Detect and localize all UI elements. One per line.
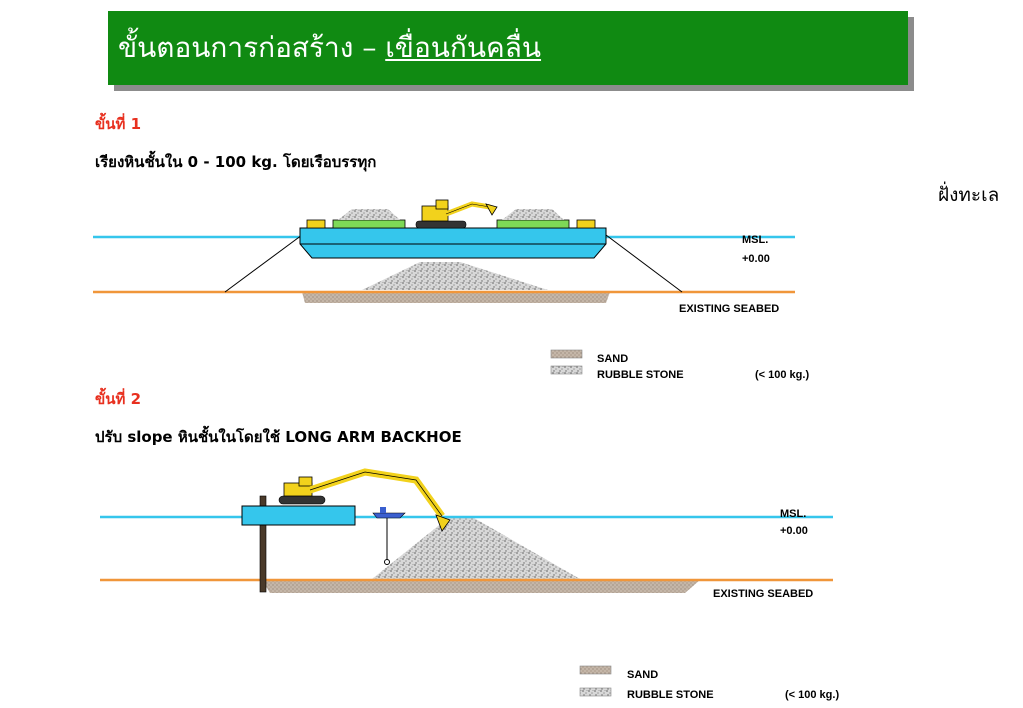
step1-barge-hull <box>299 227 607 259</box>
step1-legend-rubble: RUBBLE STONE <box>597 369 684 381</box>
step2-seabed-label: EXISTING SEABED <box>713 588 813 600</box>
step2-description: ปรับ slope หินชั้นในโดยใช้ LONG ARM BACK… <box>95 428 462 446</box>
step2-long-arm-backhoe <box>278 468 451 532</box>
step1-anchor-line-right <box>605 234 683 293</box>
step1-cargo-left <box>332 219 406 229</box>
step2-legend-rubble-swatch <box>579 687 612 697</box>
step1-deck-block-left <box>306 219 326 229</box>
step2-diagram: MSL. +0.00 EXISTING SEABED SAND RUBBLE S… <box>100 468 839 701</box>
step2-legend-sand: SAND <box>627 669 658 681</box>
step1-sand-layer <box>302 292 610 303</box>
step1-diagram: MSL. +0.00 EXISTING SEABED SAND RUBBLE S… <box>93 199 809 381</box>
step1-seabed-label: EXISTING SEABED <box>679 303 779 315</box>
step1-label: ขั้นที่ 1 <box>95 115 142 133</box>
step2-tug-boat <box>372 507 406 519</box>
step1-msl-label: MSL. <box>742 234 768 246</box>
title-banner: ขั้นตอนการก่อสร้าง – เขื่อนกันคลื่น <box>108 11 908 85</box>
step2-label: ขั้นที่ 2 <box>95 390 142 408</box>
step2-legend-weight: (< 100 kg.) <box>785 689 839 701</box>
step1-cargo-right <box>496 219 570 229</box>
step1-msl-value: +0.00 <box>742 253 770 265</box>
shore-label: ฝั่งทะเล <box>938 184 1000 206</box>
step1-rock-pile-right <box>502 209 564 220</box>
step1-anchor-line-left <box>224 234 303 293</box>
step1-legend-sand-swatch <box>550 349 583 359</box>
step2-crane-hook <box>384 559 390 565</box>
step2-pontoon <box>241 505 356 526</box>
step1-rock-pile-left <box>338 209 400 220</box>
step1-legend-sand: SAND <box>597 353 628 365</box>
step1-excavator <box>415 199 498 229</box>
step2-sand-layer <box>262 580 700 593</box>
step1-description: เรียงหินชั้นใน 0 - 100 kg. โดยเรือบรรทุก <box>95 153 377 171</box>
title-sub: เขื่อนกันคลื่น <box>385 31 542 64</box>
step1-deck-block-right <box>576 219 596 229</box>
step1-legend-weight: (< 100 kg.) <box>755 369 809 381</box>
step2-rubble-mound <box>372 518 580 579</box>
title-main: ขั้นตอนการก่อสร้าง – <box>118 31 386 64</box>
step1-legend-rubble-swatch <box>550 365 583 375</box>
step2-pile <box>259 495 267 593</box>
page-title: ขั้นตอนการก่อสร้าง – เขื่อนกันคลื่น <box>108 26 541 70</box>
step2-legend-rubble: RUBBLE STONE <box>627 689 714 701</box>
step2-msl-value: +0.00 <box>780 525 808 537</box>
step1-rubble-mound <box>362 262 548 290</box>
step2-legend-sand-swatch <box>579 665 612 675</box>
step2-msl-label: MSL. <box>780 508 806 520</box>
